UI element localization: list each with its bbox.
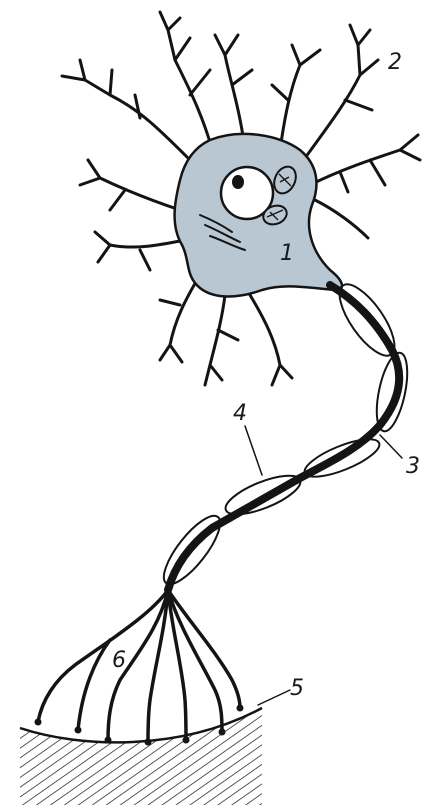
label-axon-terminals: 6	[112, 650, 126, 672]
axon	[155, 276, 413, 591]
axon-terminals	[38, 590, 240, 742]
label-axon: 4	[233, 403, 247, 425]
label-soma: 1	[280, 243, 294, 265]
label-synapse-surface: 5	[290, 678, 304, 700]
synaptic-surface	[20, 708, 262, 805]
label-myelin-node: 3	[406, 456, 420, 478]
label-dendrites: 2	[388, 52, 402, 74]
